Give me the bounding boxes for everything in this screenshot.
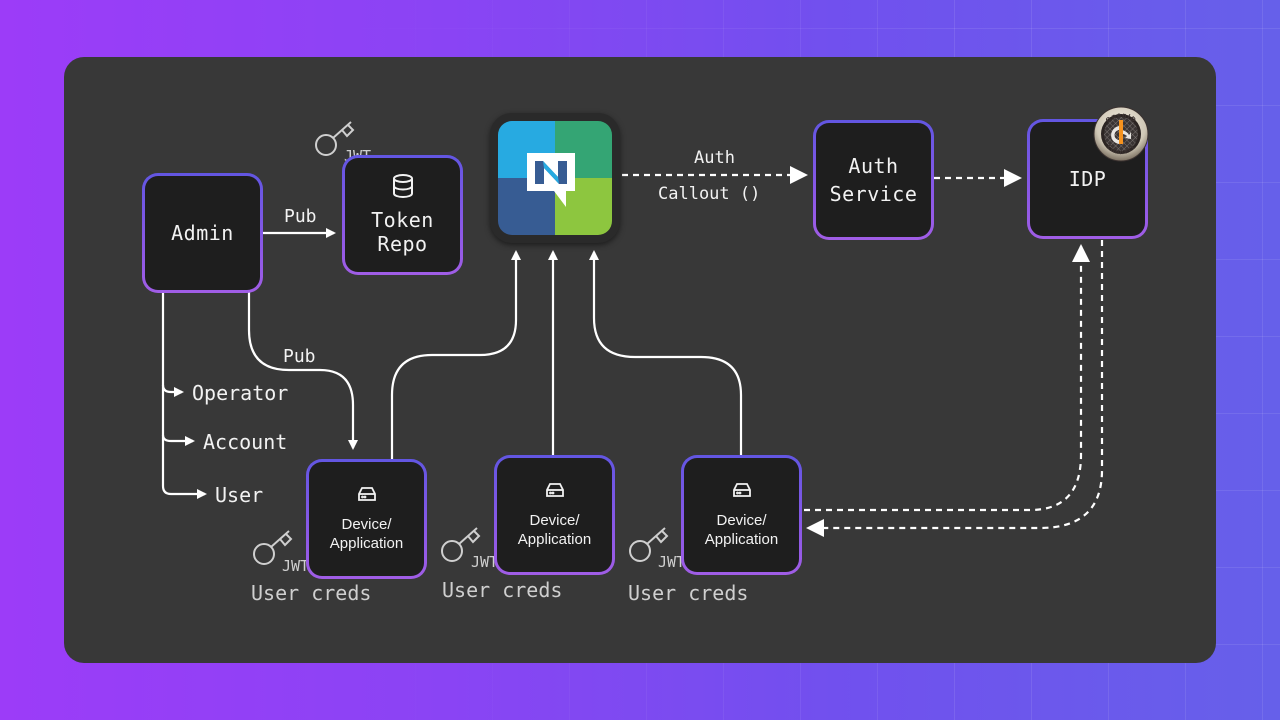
edge-idp-to-device-3 [806, 240, 1104, 537]
key-icon-device-2 [441, 527, 481, 562]
edge-admin-to-account [161, 434, 195, 446]
edge-admin-tree [161, 292, 172, 496]
node-token-repo[interactable]: Token Repo [342, 155, 463, 275]
node-auth-service-label-line1: Auth [848, 154, 899, 178]
hard-drive-icon [357, 486, 376, 505]
database-icon [392, 174, 414, 202]
edge-label-auth-callout-line1: Auth [694, 148, 735, 168]
edge-label-admin-to-repo: Pub [284, 206, 317, 227]
key-icon-token-repo [315, 121, 355, 156]
node-auth-service[interactable]: Auth Service [813, 120, 934, 240]
edge-device-3-to-nats [589, 250, 743, 456]
key-icon-device-1 [253, 530, 293, 565]
edge-admin-to-device-1 [247, 292, 358, 450]
user-creds-label-device-1: User creds [251, 581, 372, 605]
jwt-label-device-3: JWT [658, 553, 686, 571]
user-creds-label-device-3: User creds [628, 581, 749, 605]
edge-label-auth-callout-line2: Callout () [658, 184, 761, 204]
edge-admin-to-operator [161, 384, 184, 397]
admin-output-user: User [215, 483, 264, 507]
node-admin[interactable]: Admin [142, 173, 263, 293]
jwt-label-device-1: JWT [282, 557, 310, 575]
node-device-1[interactable]: Device/ Application [306, 459, 427, 579]
admin-output-account: Account [203, 430, 288, 454]
jwt-label-device-2: JWT [471, 553, 499, 571]
node-token-repo-label-line2: Repo [377, 232, 428, 256]
node-admin-label: Admin [171, 221, 234, 245]
user-creds-label-device-2: User creds [442, 578, 563, 602]
node-device-2[interactable]: Device/ Application [494, 455, 615, 575]
node-device-1-label-line1: Device/ [341, 515, 392, 533]
node-nats[interactable] [490, 113, 620, 243]
node-token-repo-label-line1: Token [371, 208, 434, 232]
node-device-2-label-line1: Device/ [529, 511, 580, 529]
edge-device-3-to-idp [804, 244, 1090, 512]
hard-drive-icon [545, 482, 564, 501]
hard-drive-icon [732, 482, 751, 501]
admin-output-operator: Operator [192, 381, 289, 405]
node-auth-service-label-line2: Service [829, 182, 918, 206]
node-device-3[interactable]: Device/ Application [681, 455, 802, 575]
edge-label-admin-to-device: Pub [283, 346, 316, 367]
nats-logo [498, 121, 612, 235]
node-idp-label: IDP [1068, 167, 1107, 191]
node-device-1-label-line2: Application [329, 534, 404, 552]
node-device-3-label-line2: Application [704, 530, 779, 548]
key-icon-device-3 [629, 527, 669, 562]
node-device-2-label-line2: Application [517, 530, 592, 548]
openid-connect-badge-icon: OpenID Connect [1093, 106, 1149, 162]
node-device-3-label-line1: Device/ [716, 511, 767, 529]
edge-device-1-to-nats [390, 250, 521, 461]
